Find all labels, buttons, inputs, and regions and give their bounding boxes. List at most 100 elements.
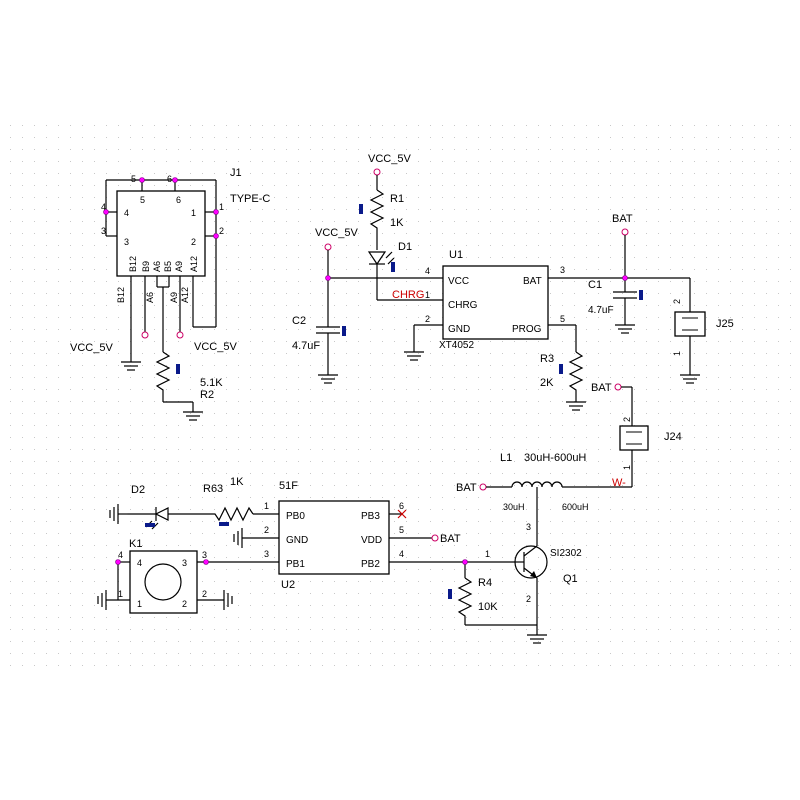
q1-name: SI2302 <box>550 548 582 559</box>
j24-ref: J24 <box>664 431 682 443</box>
j25-pin2: 2 <box>672 299 682 304</box>
j24-pin2: 2 <box>622 417 632 422</box>
u1-ref: U1 <box>449 249 463 261</box>
led-d1: D1 CHRG <box>367 241 424 301</box>
r63-marker <box>219 522 229 526</box>
j1-outer-b12: B12 <box>116 287 126 303</box>
k1-inner2: 2 <box>182 599 187 609</box>
capacitor-c2: VCC_5V C2 4.7uF <box>292 227 358 384</box>
connector-j24: BAT 2 1 J24 <box>580 382 682 488</box>
resistor-r63: R63 1K <box>190 476 254 526</box>
l1-net-left: BAT <box>456 482 477 494</box>
j1-inner-6: 6 <box>176 195 181 205</box>
u2-pin5: 5 <box>399 525 404 535</box>
j1-inner-a6: A6 <box>152 261 162 272</box>
k1-inner4: 4 <box>137 558 142 568</box>
j25-pin1: 1 <box>672 351 682 356</box>
d2-ref: D2 <box>131 484 145 496</box>
r4-ref: R4 <box>478 577 492 589</box>
u2-name: 51F <box>279 480 298 492</box>
u1-pin-chrg: CHRG <box>448 300 478 311</box>
r3-ref: R3 <box>540 353 554 365</box>
j1-pin-3: 3 <box>101 226 106 236</box>
j1-inner-b12: B12 <box>128 256 138 272</box>
u1-pin-prog: PROG <box>512 324 542 335</box>
d1-ref: D1 <box>398 241 412 253</box>
led-d2: D2 <box>109 484 190 530</box>
c1-value: 4.7uF <box>588 305 614 316</box>
ic-u1: VCC CHRG GND BAT PROG U1 XT4052 4 3 1 2 … <box>328 249 690 361</box>
j1-pin-4: 4 <box>101 202 106 212</box>
r63-ref: R63 <box>203 483 223 495</box>
r2-marker <box>176 364 180 374</box>
u2-pin-pb3: PB3 <box>361 511 380 522</box>
d1-marker <box>391 262 395 272</box>
q1-pin1: 1 <box>485 549 490 559</box>
l1-value: 30uH-600uH <box>524 452 586 464</box>
k1-body <box>129 550 198 614</box>
q1-pin2: 2 <box>526 594 531 604</box>
u1-pin3: 3 <box>560 265 565 275</box>
l1-ref: L1 <box>500 452 512 464</box>
u2-ref: U2 <box>281 579 295 591</box>
u2-pin-pb0: PB0 <box>286 511 305 522</box>
u2-pin-pb1: PB1 <box>286 559 305 570</box>
switch-k1: K1 4 3 1 2 4 3 1 2 <box>97 538 233 614</box>
inductor-l1: L1 30uH-600uH BAT 30uH 600uH W- <box>456 452 626 536</box>
r2-value: 5.1K <box>200 377 223 389</box>
j1-outer-a12: A12 <box>180 287 190 303</box>
j1-ref: J1 <box>230 167 242 179</box>
k1-inner1: 1 <box>137 599 142 609</box>
u2-pin-gnd: GND <box>286 535 308 546</box>
q1-pin3: 3 <box>526 522 531 532</box>
grid-dots <box>10 125 791 666</box>
c2-marker <box>342 326 346 336</box>
u1-pin4: 4 <box>425 266 430 276</box>
r1-net: VCC_5V <box>368 153 411 165</box>
resistor-r3: R3 2K <box>540 351 586 411</box>
j25-body <box>674 311 706 337</box>
u1-pin1: 1 <box>425 290 430 300</box>
c1-ref: C1 <box>588 279 602 291</box>
u1-body <box>442 265 549 340</box>
u2-pin4: 4 <box>399 549 404 559</box>
resistor-r4: R4 10K <box>448 559 537 626</box>
j1-outer-a6: A6 <box>145 292 155 303</box>
j24-pin1: 1 <box>622 465 632 470</box>
k1-inner3: 3 <box>182 558 187 568</box>
capacitor-c1: BAT C1 4.7uF <box>588 213 643 334</box>
j24-body <box>619 425 649 451</box>
j1-inner-4: 4 <box>124 208 129 218</box>
j1-inner-3: 3 <box>124 237 129 247</box>
r1-ref: R1 <box>390 193 404 205</box>
j1-inner-2: 2 <box>191 237 196 247</box>
j24-net: BAT <box>591 382 612 394</box>
j1-pin-1: 1 <box>219 202 224 212</box>
r1-marker <box>359 204 363 214</box>
l1-tap-right: 600uH <box>562 502 589 512</box>
k1-pin3: 3 <box>202 550 207 560</box>
j1-body <box>116 190 206 277</box>
r63-value: 1K <box>230 476 244 488</box>
q1-ref: Q1 <box>563 573 578 585</box>
k1-pin1: 1 <box>118 589 123 599</box>
u2-pin1: 1 <box>264 501 269 511</box>
j1-vcc-right: VCC_5V <box>194 341 237 353</box>
u1-pin-gnd: GND <box>448 324 470 335</box>
j1-vcc-left: VCC_5V <box>70 342 113 354</box>
u1-pin2: 2 <box>425 314 430 324</box>
c1-net: BAT <box>612 213 633 225</box>
c2-net: VCC_5V <box>315 227 358 239</box>
j1-inner-5: 5 <box>140 195 145 205</box>
u2-pin2: 2 <box>264 525 269 535</box>
ic-u2: PB0 GND PB1 PB3 VDD PB2 51F U2 1 2 3 6 5… <box>197 480 515 591</box>
k1-pin4: 4 <box>118 550 123 560</box>
c2-ref: C2 <box>292 315 306 327</box>
r2-ref: R2 <box>200 389 214 401</box>
connector-j25: 2 1 J25 <box>672 278 734 384</box>
l1-tap-left: 30uH <box>503 502 525 512</box>
j1-outer-a9: A9 <box>169 292 179 303</box>
u2-vdd-net: BAT <box>440 533 461 545</box>
r1-value: 1K <box>390 217 404 229</box>
